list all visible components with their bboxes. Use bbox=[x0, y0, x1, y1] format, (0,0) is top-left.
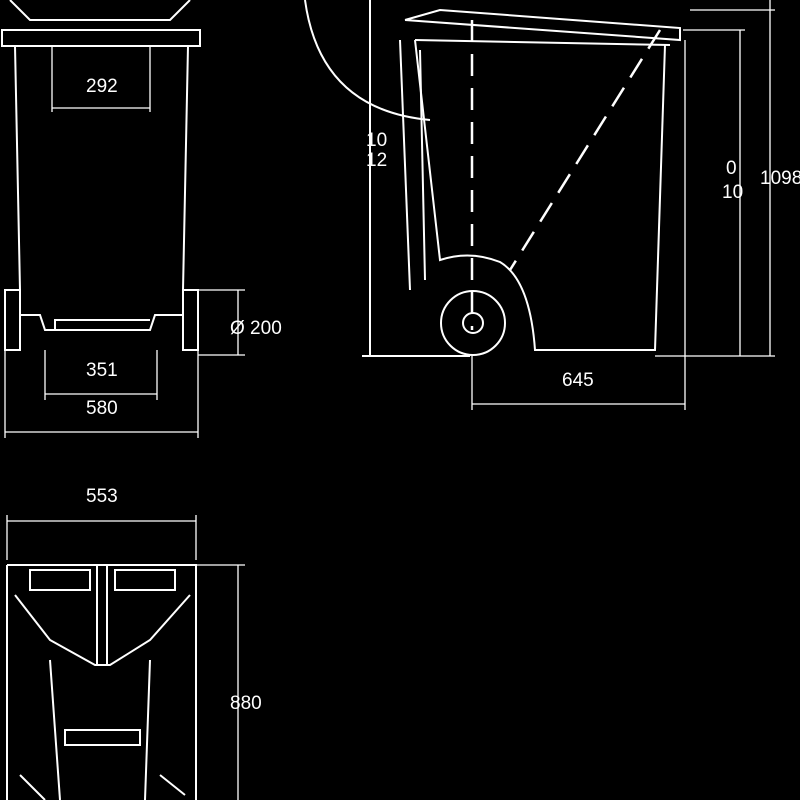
depth-dimension: 645 bbox=[562, 370, 594, 391]
lid-label-top: 10 bbox=[366, 130, 387, 151]
front-overall-width-dimension: 580 bbox=[86, 398, 118, 419]
front-top-opening-dimension: 292 bbox=[86, 76, 118, 97]
lid-label-bottom: 12 bbox=[366, 150, 387, 171]
inner-label-bottom: 10 bbox=[722, 182, 743, 203]
side-view: 10 12 0 10 1098 645 bbox=[304, 0, 800, 410]
bottom-view: 553 880 bbox=[6, 486, 262, 800]
inner-label-top: 0 bbox=[726, 158, 737, 179]
overall-height-dimension: 1098 bbox=[760, 168, 800, 189]
bottom-length-dimension: 880 bbox=[230, 693, 262, 714]
bottom-width-dimension: 553 bbox=[86, 486, 118, 507]
wheel-diameter-dimension: Ø 200 bbox=[230, 318, 282, 339]
front-base-inner-dimension: 351 bbox=[86, 360, 118, 381]
front-view: 292 351 580 Ø 200 bbox=[1, 0, 282, 438]
